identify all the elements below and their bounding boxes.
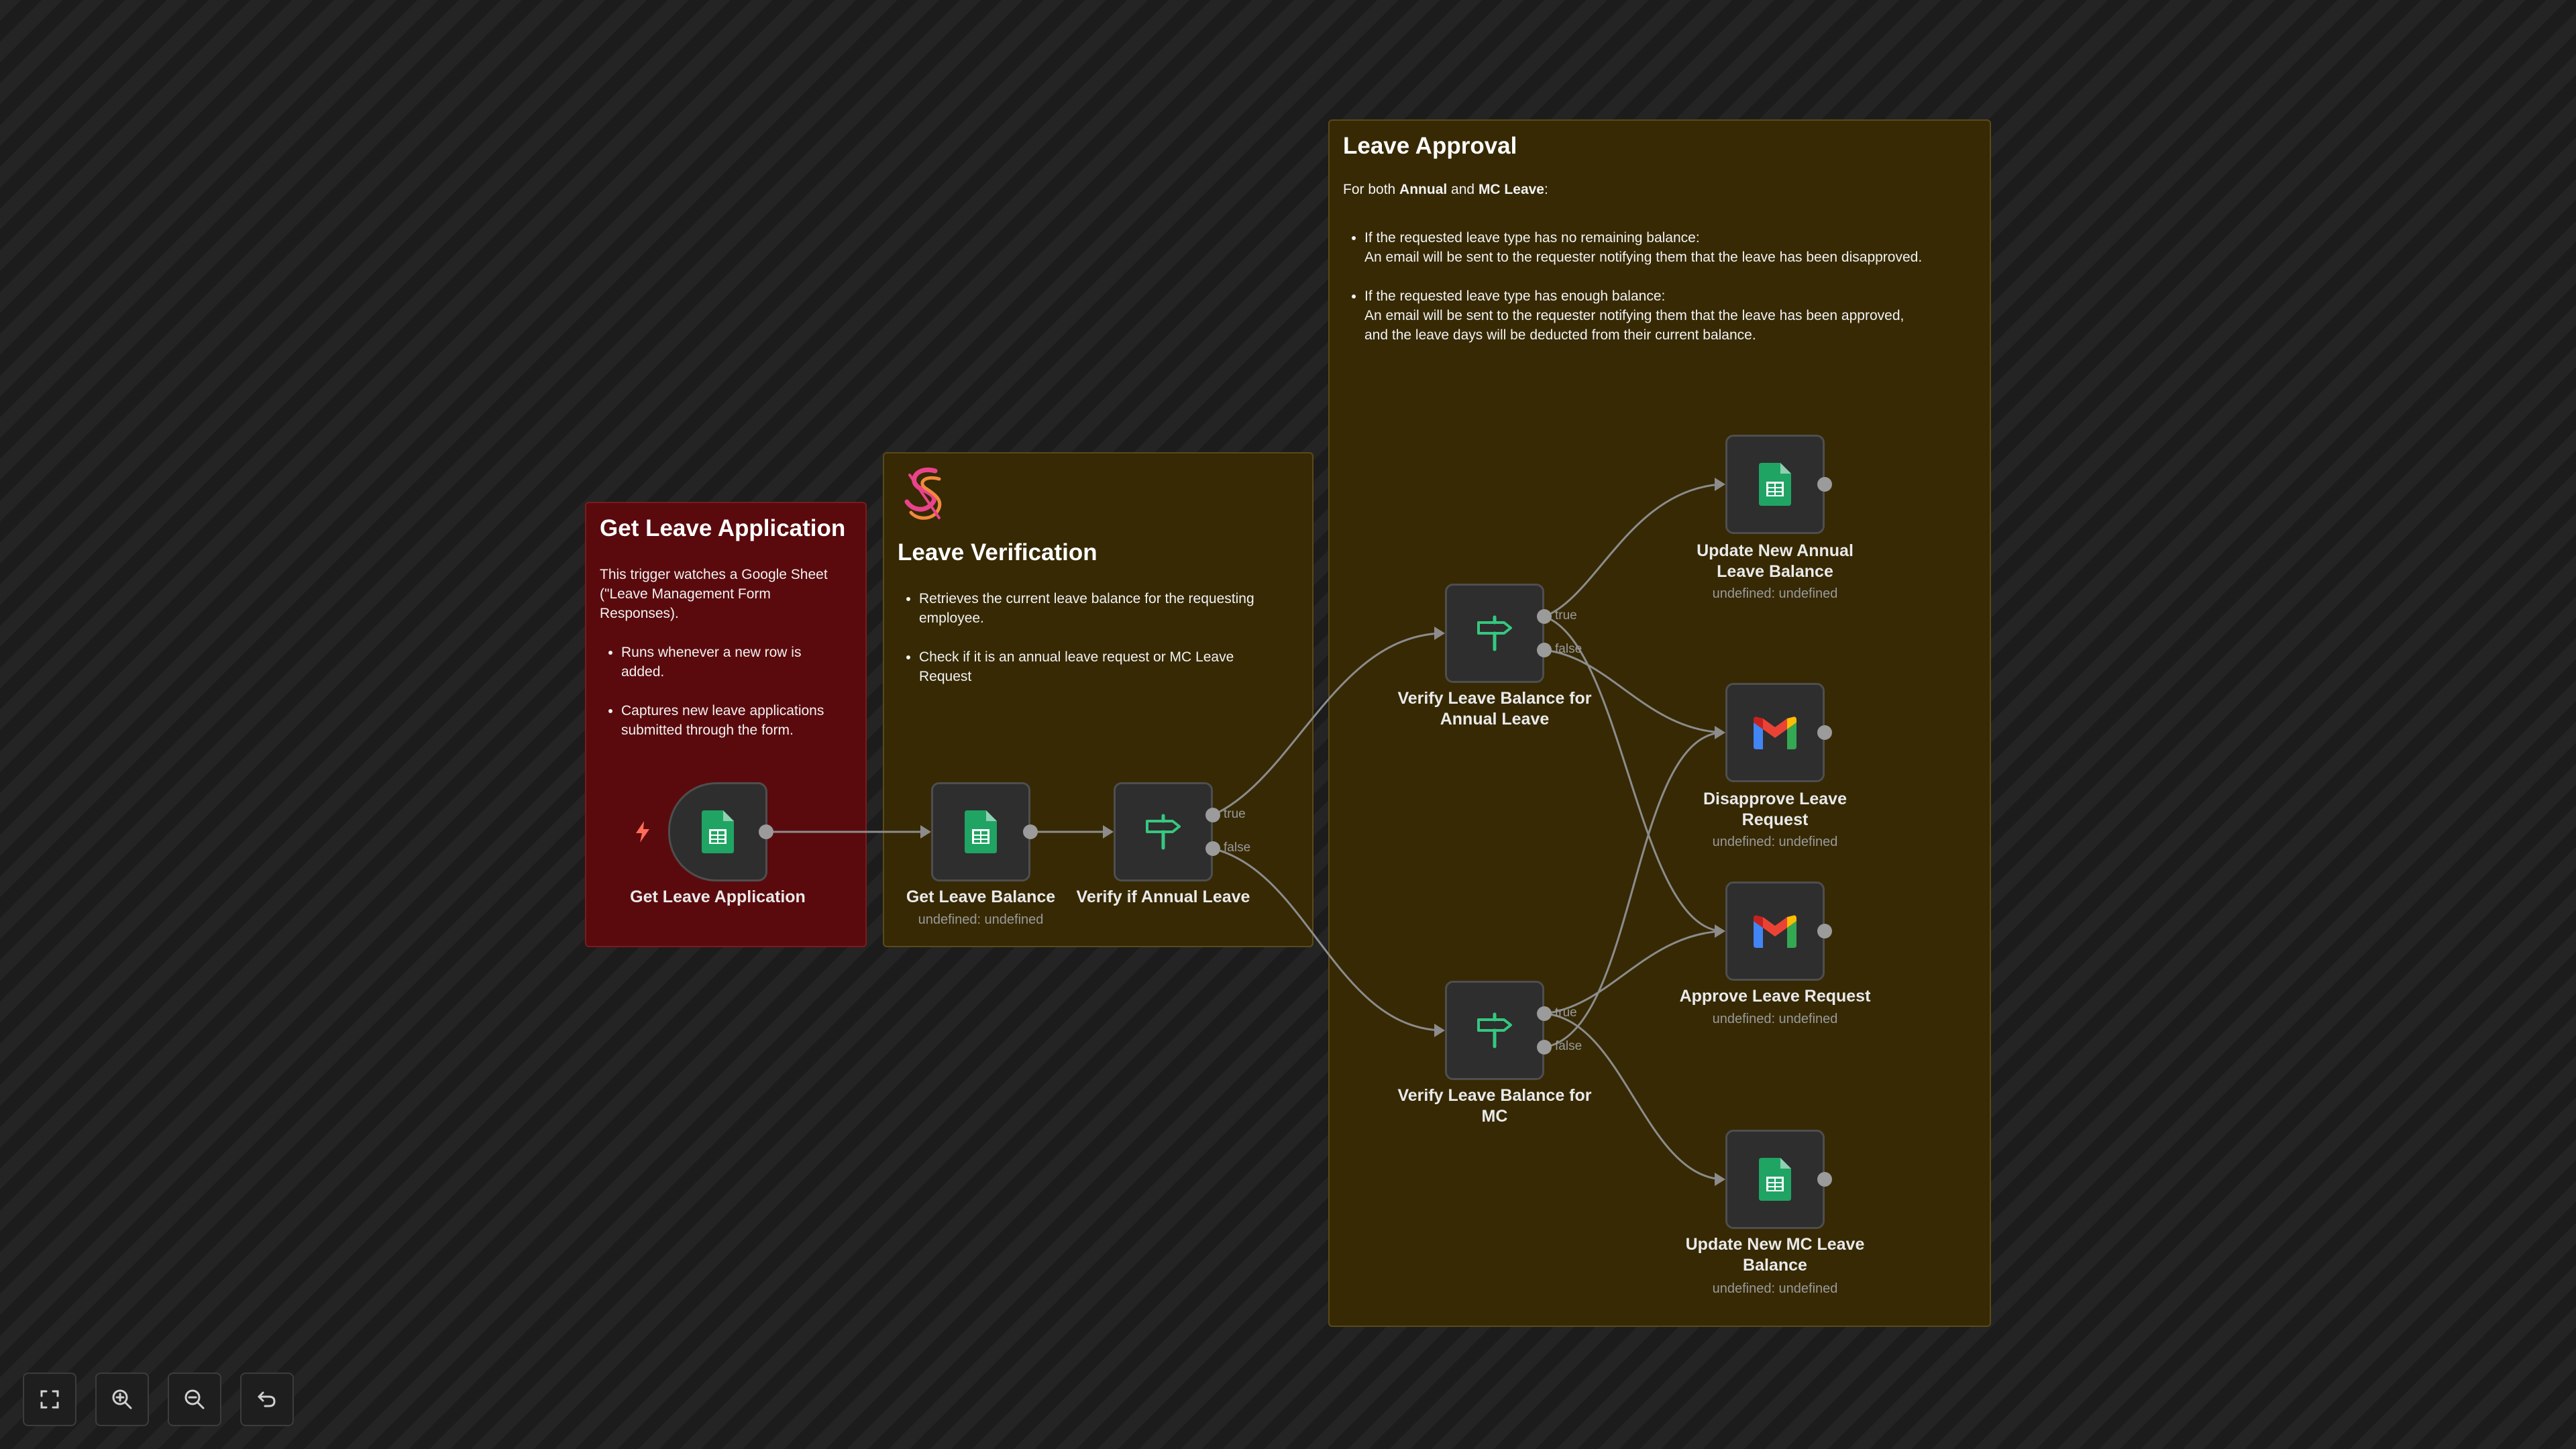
- node-verify-if-annual-leave[interactable]: [1114, 782, 1213, 881]
- sticky-title: Leave Approval: [1343, 133, 1517, 159]
- list-item: Runs whenever a new row is added.: [621, 643, 852, 682]
- google-sheets-icon: [1759, 463, 1791, 506]
- port-label-false: false: [1224, 841, 1251, 855]
- fit-view-button[interactable]: [23, 1373, 76, 1426]
- output-port-false[interactable]: [1537, 1040, 1552, 1055]
- node-get-leave-balance[interactable]: [931, 782, 1030, 881]
- output-port-true[interactable]: [1205, 808, 1220, 822]
- node-label: Approve Leave Request: [1679, 987, 1871, 1006]
- port-label-false: false: [1555, 1039, 1582, 1053]
- arrowhead: [1103, 825, 1114, 839]
- sticky-bullets: Retrieves the current leave balance for …: [898, 589, 1299, 686]
- connection-mc-true-to-update-mc: [1544, 1012, 1722, 1181]
- output-port-false[interactable]: [1537, 643, 1552, 657]
- port-label-true: true: [1555, 608, 1577, 623]
- node-verify-leave-balance-mc[interactable]: [1445, 981, 1544, 1080]
- google-sheets-icon: [702, 810, 734, 853]
- sticky-note-leave-verification[interactable]: Leave Verification Retrieves the current…: [883, 452, 1313, 947]
- connection-mc-true-to-approve: [1544, 930, 1722, 1015]
- zoom-in-button[interactable]: [95, 1373, 149, 1426]
- list-item: Retrieves the current leave balance for …: [919, 589, 1299, 628]
- if-signpost-icon: [1477, 615, 1512, 651]
- arrowhead: [1715, 924, 1725, 938]
- connection-verify-false-to-mc: [1212, 847, 1442, 1032]
- port-label-true: true: [1224, 807, 1246, 821]
- node-approve-leave-request[interactable]: [1725, 881, 1825, 981]
- node-label: Verify Leave Balance for Annual Leave: [1397, 689, 1592, 729]
- port-label-true: true: [1555, 1006, 1577, 1020]
- node-label: Disapprove Leave Request: [1703, 790, 1847, 829]
- arrowhead: [1715, 1173, 1725, 1186]
- node-update-new-mc-leave-balance[interactable]: [1725, 1130, 1825, 1229]
- node-subtitle: undefined: undefined: [1712, 1012, 1838, 1026]
- arrowhead: [1434, 627, 1445, 640]
- node-label: Update New MC Leave Balance: [1685, 1235, 1865, 1275]
- sticky-title: Get Leave Application: [600, 515, 846, 541]
- arrowhead: [1715, 726, 1725, 739]
- output-port-false[interactable]: [1205, 841, 1220, 856]
- google-sheets-icon: [965, 810, 997, 853]
- connection-verify-true-to-annual: [1212, 632, 1442, 816]
- node-label: Verify if Annual Leave: [1076, 888, 1250, 906]
- undo-button[interactable]: [240, 1373, 294, 1426]
- connection-annual-false-to-disapprove: [1544, 649, 1722, 734]
- arrowhead: [920, 825, 931, 839]
- zoom-out-button[interactable]: [168, 1373, 221, 1426]
- node-label: Get Leave Application: [630, 888, 806, 906]
- if-signpost-icon: [1146, 814, 1181, 850]
- undo-icon: [258, 1391, 276, 1407]
- list-item: Captures new leave applications submitte…: [621, 701, 852, 740]
- port-label-false: false: [1555, 642, 1582, 656]
- output-port[interactable]: [1023, 824, 1038, 839]
- list-item: If the requested leave type has no remai…: [1364, 228, 1976, 267]
- arrowhead: [1434, 1024, 1445, 1037]
- sticky-description: This trigger watches a Google Sheet ("Le…: [600, 567, 828, 621]
- gmail-icon: [1754, 716, 1796, 749]
- sticky-intro: For both Annual and MC Leave:: [1343, 182, 1548, 197]
- node-disapprove-leave-request[interactable]: [1725, 683, 1825, 782]
- node-subtitle: undefined: undefined: [1712, 1281, 1838, 1296]
- if-signpost-icon: [1477, 1012, 1512, 1049]
- output-port-true[interactable]: [1537, 609, 1552, 624]
- node-label: Verify Leave Balance for MC: [1397, 1086, 1592, 1126]
- output-port[interactable]: [1817, 725, 1832, 740]
- sticky-note-leave-approval[interactable]: Leave Approval For both Annual and MC Le…: [1328, 119, 1991, 1327]
- connection-annual-true-to-update: [1544, 483, 1722, 618]
- sticky-bullets: If the requested leave type has no remai…: [1343, 228, 1976, 345]
- zoom-in-icon: [112, 1389, 132, 1409]
- google-sheets-icon: [1759, 1158, 1791, 1201]
- sticky-bullets: Runs whenever a new row is added. Captur…: [600, 643, 852, 740]
- node-subtitle: undefined: undefined: [918, 912, 1044, 927]
- node-label: Get Leave Balance: [906, 888, 1056, 906]
- trigger-bolt-icon: [633, 820, 652, 844]
- node-subtitle: undefined: undefined: [1712, 586, 1838, 601]
- fit-view-icon: [40, 1390, 59, 1409]
- node-label: Update New Annual Leave Balance: [1697, 541, 1854, 581]
- output-port-true[interactable]: [1537, 1006, 1552, 1021]
- list-item: If the requested leave type has enough b…: [1364, 286, 1976, 345]
- n8n-logo-icon: [898, 467, 951, 523]
- node-get-leave-application[interactable]: [668, 782, 767, 881]
- gmail-icon: [1754, 915, 1796, 948]
- output-port[interactable]: [1817, 477, 1832, 492]
- zoom-out-icon: [184, 1389, 205, 1409]
- output-port[interactable]: [1817, 1172, 1832, 1187]
- node-update-new-annual-leave-balance[interactable]: [1725, 435, 1825, 534]
- connection-annual-true-to-approve: [1544, 615, 1722, 932]
- sticky-title: Leave Verification: [898, 539, 1097, 566]
- arrowhead: [1715, 478, 1725, 491]
- node-subtitle: undefined: undefined: [1712, 835, 1838, 849]
- output-port[interactable]: [759, 824, 773, 839]
- node-verify-leave-balance-annual[interactable]: [1445, 584, 1544, 683]
- list-item: Check if it is an annual leave request o…: [919, 647, 1299, 686]
- output-port[interactable]: [1817, 924, 1832, 938]
- connection-mc-false-to-disapprove: [1544, 731, 1722, 1049]
